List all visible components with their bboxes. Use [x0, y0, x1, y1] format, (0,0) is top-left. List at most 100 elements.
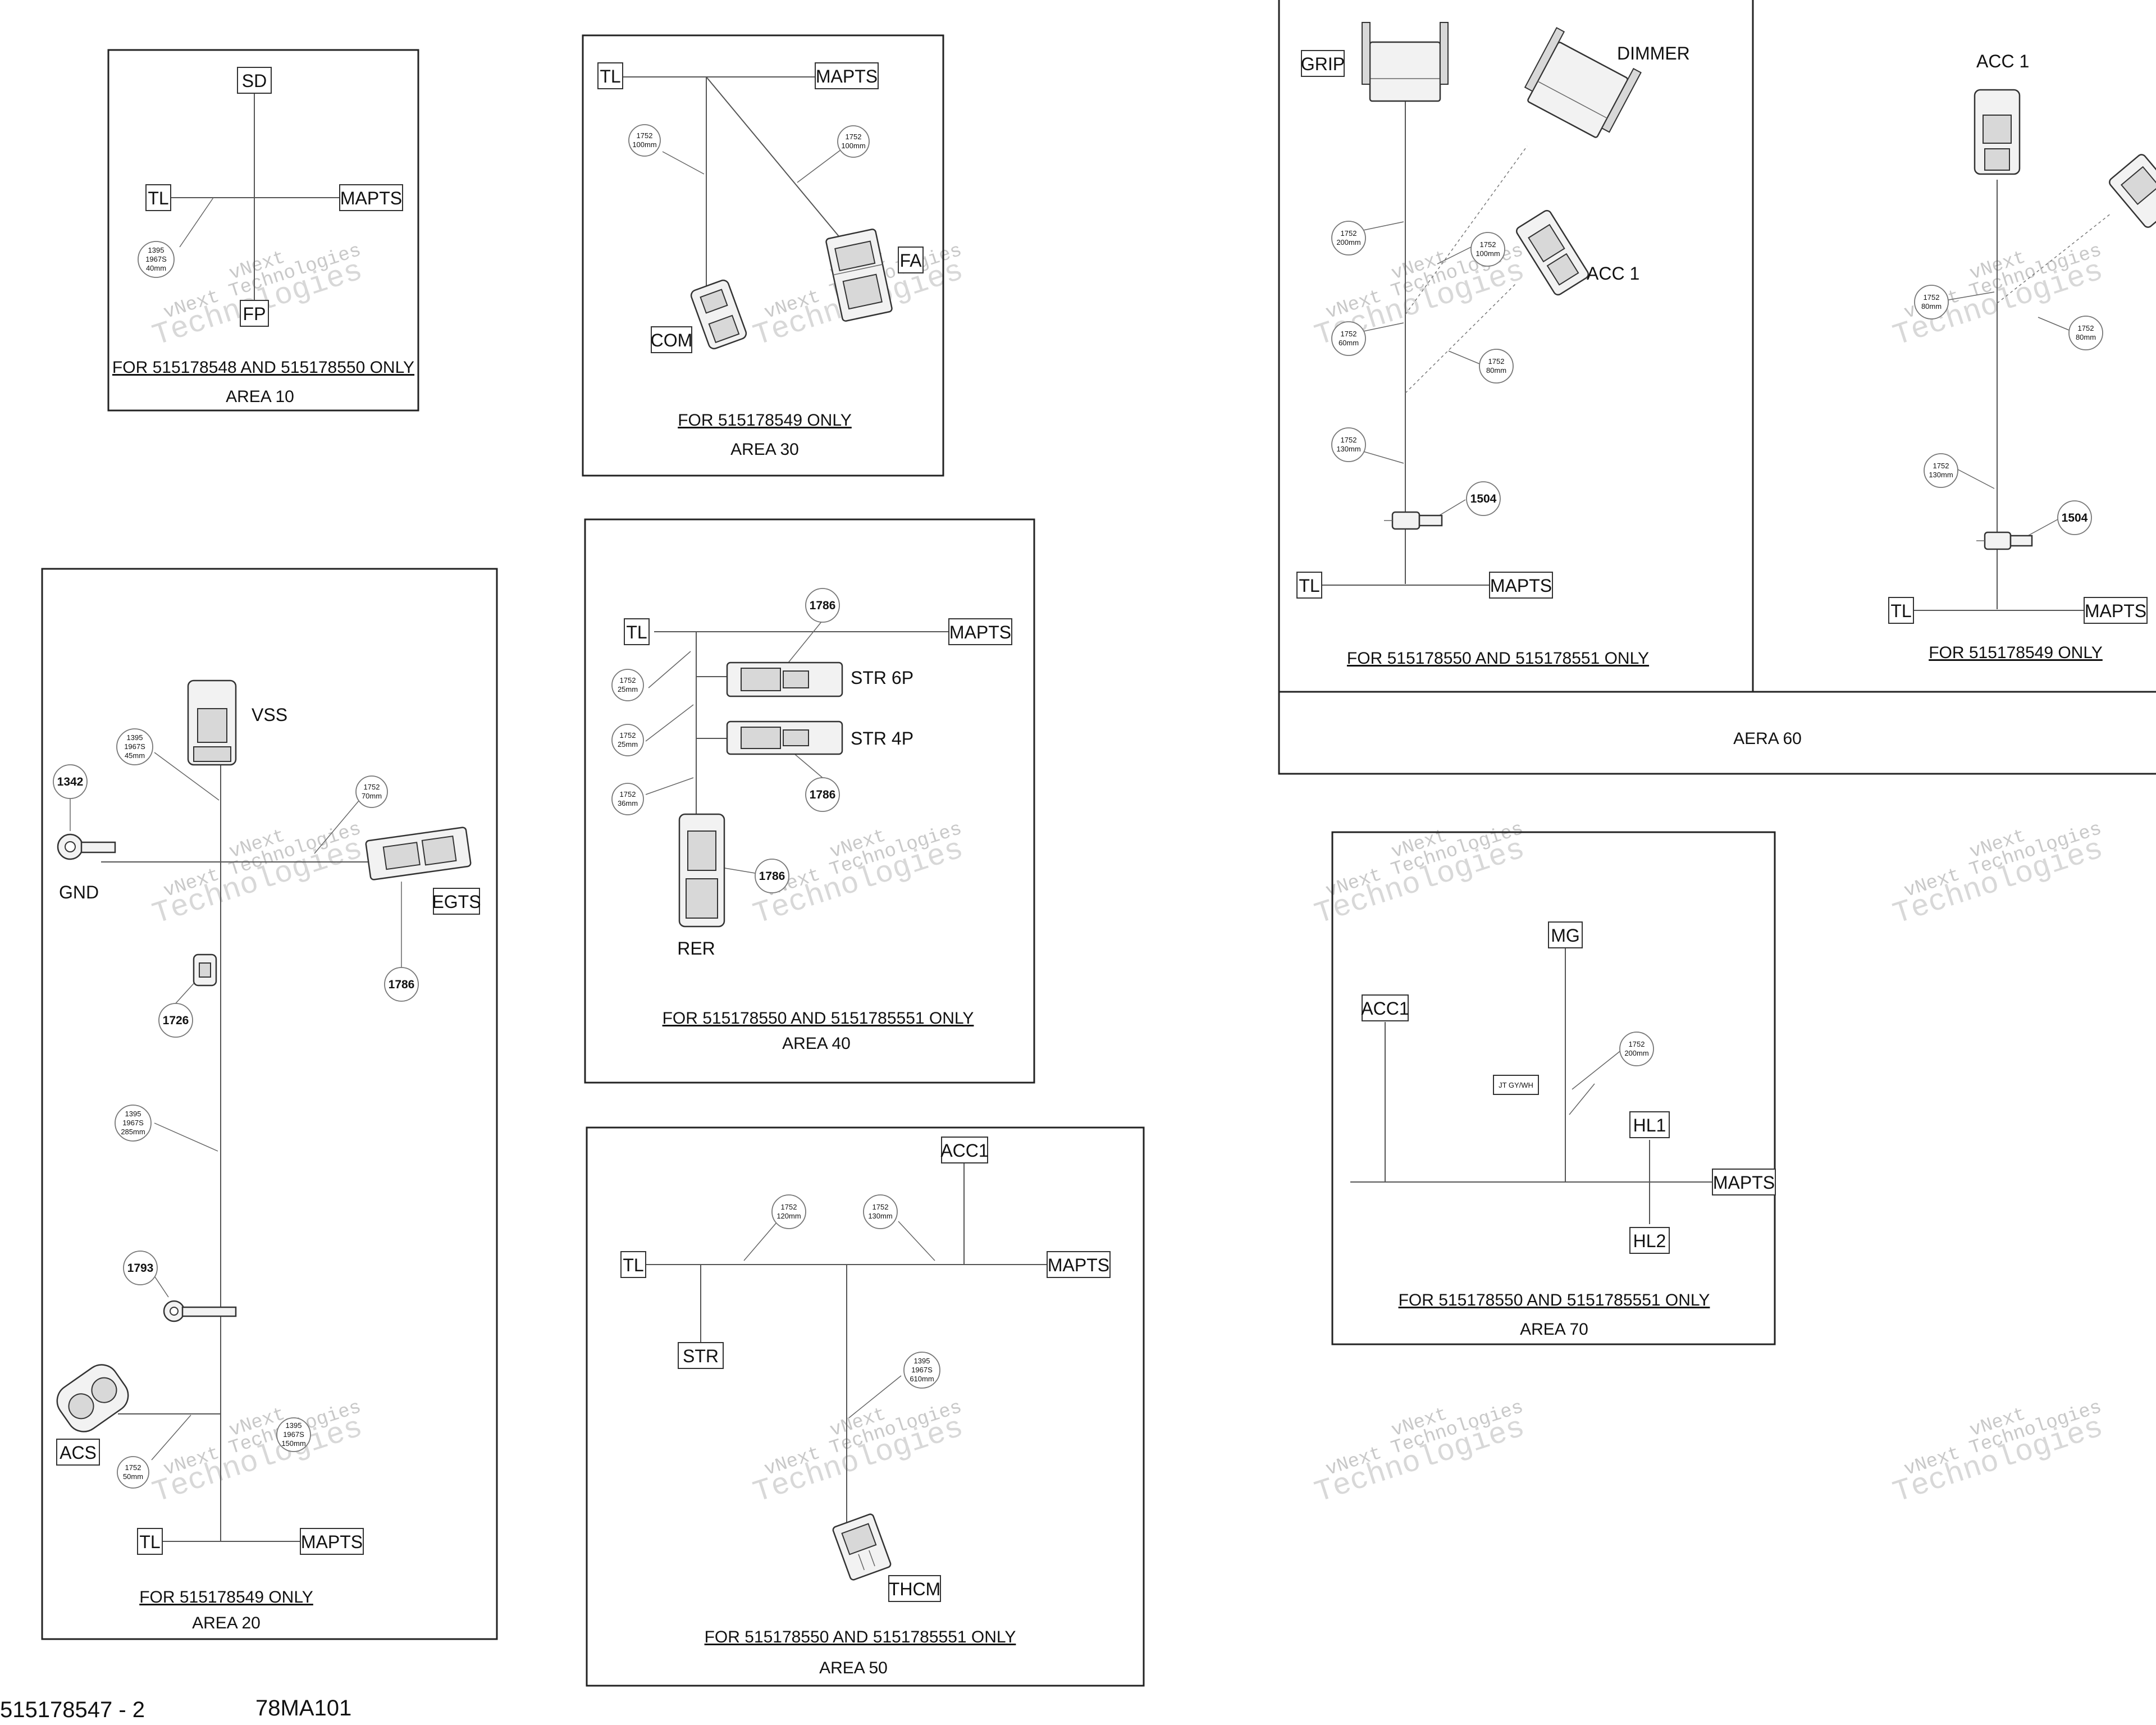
svg-text:1752: 1752 [1341, 229, 1357, 238]
connector-label-tl: TL [1296, 572, 1322, 599]
svg-text:MAPTS: MAPTS [1490, 576, 1552, 596]
part-bubble-1786: 1786 [805, 588, 840, 623]
area-title: AREA 20 [192, 1614, 261, 1632]
grip-connector-icon [1362, 22, 1449, 102]
connector-label-mapts: MAPTS [948, 618, 1012, 645]
leader-line [154, 752, 220, 801]
svg-text:80mm: 80mm [1921, 302, 1942, 311]
svg-text:130mm: 130mm [1929, 471, 1953, 479]
svg-text:JT GY/WH: JT GY/WH [1499, 1081, 1533, 1089]
svg-text:1967S: 1967S [122, 1119, 144, 1127]
acs-connector-icon [56, 1364, 129, 1432]
panel-frame [1278, 0, 2156, 775]
svg-text:STR 4P: STR 4P [851, 728, 913, 749]
panel-frame [1331, 831, 1776, 1345]
svg-text:130mm: 130mm [1336, 445, 1360, 453]
panel-caption: FOR 515178550 AND 5151785551 ONLY [705, 1628, 1016, 1646]
drawing-number: 515178547 - 2 [0, 1697, 145, 1722]
svg-text:25mm: 25mm [618, 685, 638, 693]
leader-line [645, 777, 694, 795]
panel-caption: FOR 515178549 ONLY [1929, 644, 2103, 662]
svg-text:EGTS: EGTS [432, 892, 481, 912]
egts-connector-icon [365, 827, 472, 880]
watermark: vNext vNext Technologies Technologies [149, 240, 367, 354]
svg-text:MAPTS: MAPTS [1713, 1172, 1775, 1193]
svg-text:150mm: 150mm [281, 1439, 305, 1448]
part-bubble-wire: 1395 1967S 610mm [903, 1352, 940, 1389]
area-title: AREA 10 [226, 387, 294, 406]
part-bubble-1786: 1786 [755, 859, 789, 893]
svg-text:1967S: 1967S [145, 255, 167, 263]
svg-text:1752: 1752 [620, 676, 636, 684]
connector-label-mapts: MAPTS [1047, 1251, 1111, 1278]
svg-text:60mm: 60mm [1339, 339, 1359, 347]
wire [706, 76, 848, 248]
connector-label-mg: MG [1548, 921, 1583, 948]
leader-line [1945, 291, 1995, 301]
svg-text:SD: SD [242, 71, 267, 91]
svg-text:MAPTS: MAPTS [816, 66, 878, 86]
connector-label-acc1: ACC1 [940, 1137, 989, 1163]
connector-label-dimmer: DIMMER [1617, 43, 1690, 63]
panel-area-40: TL MAPTS STR 6P STR 4P RER 1786 1786 178… [584, 518, 1035, 1084]
svg-text:TL: TL [623, 1255, 643, 1275]
svg-text:1752: 1752 [1629, 1040, 1645, 1048]
svg-text:MG: MG [1551, 925, 1580, 946]
area-title: AREA 30 [730, 440, 799, 459]
leader-line [1437, 499, 1466, 517]
svg-text:TL: TL [139, 1532, 160, 1552]
svg-text:1504: 1504 [2062, 512, 2088, 524]
svg-text:610mm: 610mm [910, 1375, 934, 1383]
leader-line [743, 1221, 778, 1261]
svg-text:1395: 1395 [148, 246, 165, 254]
part-bubble-wire: 1752 120mm [771, 1194, 806, 1229]
part-bubble-wire: 1395 1967S 45mm [116, 728, 153, 765]
svg-text:80mm: 80mm [2076, 333, 2096, 341]
part-bubble-wire: 1752 100mm [1470, 232, 1505, 267]
svg-text:ACS: ACS [60, 1443, 97, 1463]
svg-text:THCM: THCM [889, 1579, 940, 1599]
svg-text:1967S: 1967S [283, 1430, 304, 1439]
connector-label-sd: SD [237, 67, 272, 94]
part-bubble-wire: 1752 50mm [117, 1456, 149, 1489]
svg-text:70mm: 70mm [362, 792, 382, 800]
leader-line [1956, 468, 1995, 489]
connector-label-acc-1: ACC 1 [1976, 51, 2029, 71]
leader-line [154, 1122, 218, 1152]
svg-text:130mm: 130mm [868, 1212, 892, 1220]
area-title: AREA 40 [782, 1034, 851, 1053]
svg-text:GRIP: GRIP [1301, 54, 1345, 74]
svg-text:TL: TL [626, 622, 647, 642]
svg-text:1786: 1786 [389, 978, 415, 991]
svg-text:COM: COM [651, 330, 693, 350]
svg-text:MAPTS: MAPTS [340, 188, 402, 208]
svg-text:TL: TL [1890, 601, 1911, 621]
svg-text:1752: 1752 [1924, 293, 1940, 302]
part-bubble-1793: 1793 [123, 1251, 158, 1285]
part-bubble-wire: 1752 80mm [1479, 349, 1514, 384]
leader-line [898, 1221, 935, 1261]
watermark: vNext vNext Technologies Technologies [149, 1397, 367, 1511]
part-bubble-wire: 1752 25mm [611, 669, 644, 701]
svg-text:1752: 1752 [1933, 462, 1949, 470]
svg-text:1752: 1752 [873, 1203, 889, 1211]
panel-frame [41, 568, 498, 1640]
svg-text:1752: 1752 [125, 1463, 141, 1472]
connector-label-fp: FP [240, 300, 269, 327]
panel-caption: FOR 515178550 AND 5151785551 ONLY [663, 1009, 974, 1028]
part-bubble-wire: 1752 100mm [628, 124, 661, 157]
panel-area-30: TL MAPTS FA COM 1752 100mm [582, 34, 944, 477]
area-title: AREA 50 [819, 1659, 888, 1677]
svg-text:1726: 1726 [163, 1014, 189, 1027]
watermark: vNext vNext Technologies Technologies [1889, 819, 2108, 933]
leader-line [648, 651, 691, 688]
svg-text:1752: 1752 [1341, 330, 1357, 338]
thcm-connector-icon [832, 1513, 892, 1581]
wire [1405, 283, 1516, 394]
connector-label-acs: ACS [56, 1439, 100, 1466]
dimmer-connector-icon [1524, 27, 1642, 138]
connector-label-grip: GRIP [1301, 50, 1345, 77]
svg-text:TL: TL [600, 66, 620, 86]
panel-frame [107, 49, 419, 412]
rer-connector-icon [678, 813, 725, 928]
